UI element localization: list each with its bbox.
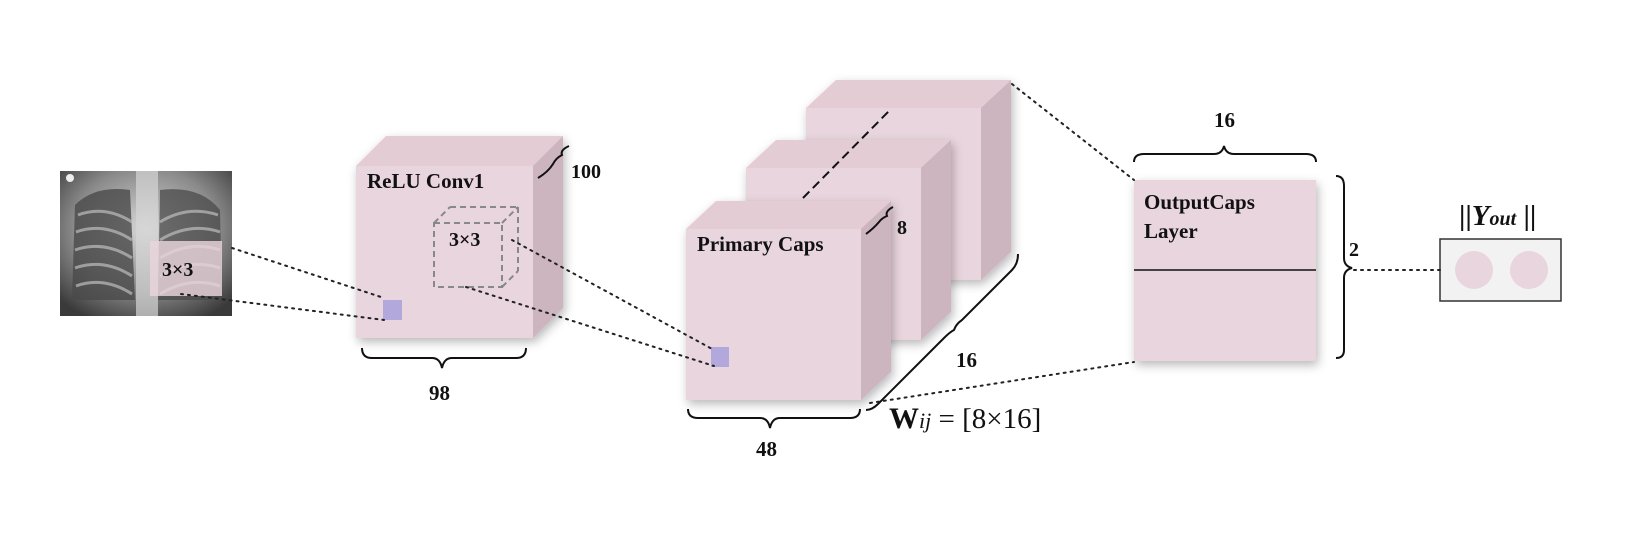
xray-kernel-label: 3×3 — [162, 259, 193, 281]
output-caps-height-brace — [1335, 175, 1353, 359]
output-caps-height-label: 2 — [1349, 239, 1359, 261]
conv1-kernel-label: 3×3 — [449, 229, 480, 251]
conv1-title: ReLU Conv1 — [367, 169, 484, 193]
xray-kernel-box — [150, 241, 222, 296]
primary-caps-block-front — [686, 201, 891, 400]
primary-caps-dashed-line — [802, 109, 891, 199]
output-caps-title-line2: Layer — [1144, 219, 1198, 243]
primary-caps-width-label: 48 — [756, 437, 777, 461]
weight-dimensions: = [8×16] — [931, 403, 1041, 435]
primary-caps-depth-label: 8 — [897, 217, 907, 239]
weight-symbol: W — [889, 402, 919, 435]
chest-xray-image: 3×3 — [60, 171, 232, 316]
connector-lines — [180, 83, 1441, 404]
conv1-cell — [383, 300, 402, 320]
primary-caps-cell — [711, 347, 729, 367]
primary-caps-stack-label: 16 — [956, 348, 977, 372]
primary-caps-stack-brace — [865, 253, 1019, 411]
weight-subscript: ij — [919, 408, 931, 433]
output-norm-right: || — [1516, 200, 1536, 232]
output-norm-subscript: out — [1490, 208, 1518, 230]
conv1-depth-label: 100 — [571, 161, 601, 183]
output-capsule-2 — [1510, 251, 1548, 289]
output-caps-title-line1: OutputCaps — [1144, 190, 1255, 214]
output-norm-symbol: Y — [1472, 200, 1492, 232]
conv1-depth-brace — [537, 145, 570, 179]
output-norm-left: || — [1459, 200, 1472, 232]
conv1-width-brace — [361, 347, 527, 369]
output-capsule-1 — [1455, 251, 1493, 289]
primary-caps-depth-brace — [865, 206, 894, 235]
conv1-width-label: 98 — [429, 381, 450, 405]
output-norm-label: ||Yout || — [1459, 200, 1536, 232]
output-caps-width-label: 16 — [1214, 108, 1235, 132]
output-caps-width-brace — [1133, 145, 1317, 163]
primary-caps-title: Primary Caps — [697, 232, 824, 256]
primary-caps-width-brace — [687, 408, 861, 429]
weight-equation: Wij = [8×16] — [889, 402, 1041, 435]
